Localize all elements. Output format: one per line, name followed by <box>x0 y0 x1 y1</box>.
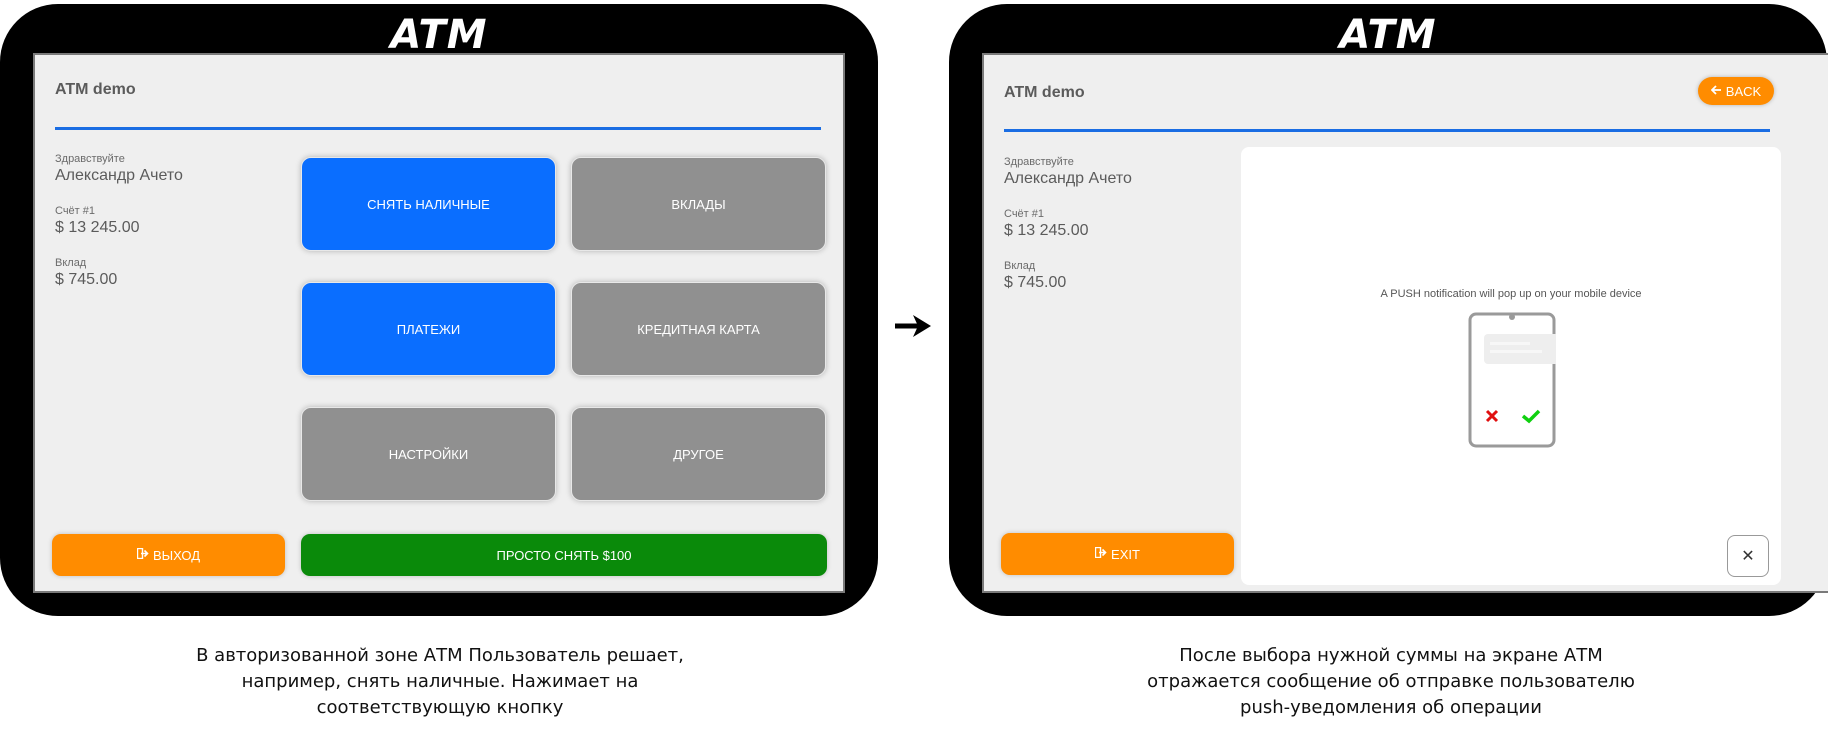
greeting-label: Здравствуйте <box>55 153 125 165</box>
deposit-label: Вклад <box>1004 260 1036 272</box>
back-button[interactable]: BACK <box>1698 77 1774 105</box>
settings-button[interactable]: НАСТРОЙКИ <box>301 407 556 501</box>
exit-button[interactable]: ВЫХОД <box>52 534 285 576</box>
caption-line: push-уведомления об операции <box>1240 697 1542 718</box>
app-title: ATM demo <box>55 81 136 98</box>
user-info-panel: Здравствуйте Александр Ачето Счёт #1 $ 1… <box>55 153 183 309</box>
atm-screen-push-notification: ATM demo BACK Здравствуйте Александр Аче… <box>982 53 1828 593</box>
title-divider <box>1004 129 1770 132</box>
exit-button[interactable]: EXIT <box>1001 533 1234 575</box>
caption-line: В авторизованной зоне АТМ Пользователь р… <box>196 645 684 666</box>
caption-line: отражается сообщение об отправке пользов… <box>1147 671 1635 692</box>
deposit-balance: $ 745.00 <box>55 271 118 288</box>
atm-logo: ATM <box>1339 12 1437 58</box>
user-name: Александр Ачето <box>1004 170 1132 187</box>
account-balance: $ 13 245.00 <box>1004 222 1089 239</box>
caption-line: После выбора нужной суммы на экране АТМ <box>1179 645 1603 666</box>
greeting-label: Здравствуйте <box>1004 156 1074 168</box>
arrow-left-icon <box>1710 84 1722 98</box>
exit-label: ВЫХОД <box>152 547 201 563</box>
cross-icon[interactable] <box>1485 409 1499 428</box>
caption-line: соответствующую кнопку <box>316 697 564 718</box>
sign-out-icon <box>136 547 149 562</box>
quick-withdraw-button[interactable]: ПРОСТО СНЯТЬ $100 <box>301 534 827 576</box>
payments-button[interactable]: ПЛАТЕЖИ <box>301 282 556 376</box>
atm-frame-right: ATM ATM demo BACK Здравствуйте Александр… <box>949 4 1828 616</box>
caption-left: В авторизованной зоне АТМ Пользователь р… <box>180 643 700 721</box>
atm-screen-main-menu: ATM demo Здравствуйте Александр Ачето Сч… <box>33 53 845 593</box>
check-icon[interactable] <box>1521 408 1541 429</box>
push-notification-panel: A PUSH notification will pop up on your … <box>1241 147 1781 585</box>
caption-right: После выбора нужной суммы на экране АТМ … <box>1136 643 1646 721</box>
atm-frame-left: ATM ATM demo Здравствуйте Александр Ачет… <box>0 4 878 616</box>
arrow-right-icon <box>893 312 933 345</box>
title-divider <box>55 127 821 130</box>
account-balance: $ 13 245.00 <box>55 219 140 236</box>
deposit-label: Вклад <box>55 257 87 269</box>
push-message: A PUSH notification will pop up on your … <box>1380 288 1642 300</box>
atm-logo: ATM <box>390 12 488 58</box>
app-title: ATM demo <box>1004 84 1085 101</box>
exit-label: EXIT <box>1111 546 1140 562</box>
deposit-balance: $ 745.00 <box>1004 274 1067 291</box>
withdraw-cash-button[interactable]: СНЯТЬ НАЛИЧНЫЕ <box>301 157 556 251</box>
deposits-button[interactable]: ВКЛАДЫ <box>571 157 826 251</box>
account-label: Счёт #1 <box>1004 208 1044 220</box>
caption-line: например, снять наличные. Нажимает на <box>241 671 639 692</box>
credit-card-button[interactable]: КРЕДИТНАЯ КАРТА <box>571 282 826 376</box>
mobile-phone-icon <box>1468 312 1570 453</box>
user-info-panel: Здравствуйте Александр Ачето Счёт #1 $ 1… <box>1004 156 1132 312</box>
user-name: Александр Ачето <box>55 167 183 184</box>
close-button[interactable]: ✕ <box>1727 535 1769 577</box>
other-button[interactable]: ДРУГОЕ <box>571 407 826 501</box>
account-label: Счёт #1 <box>55 205 95 217</box>
back-label: BACK <box>1725 83 1762 99</box>
sign-out-icon <box>1094 546 1107 561</box>
